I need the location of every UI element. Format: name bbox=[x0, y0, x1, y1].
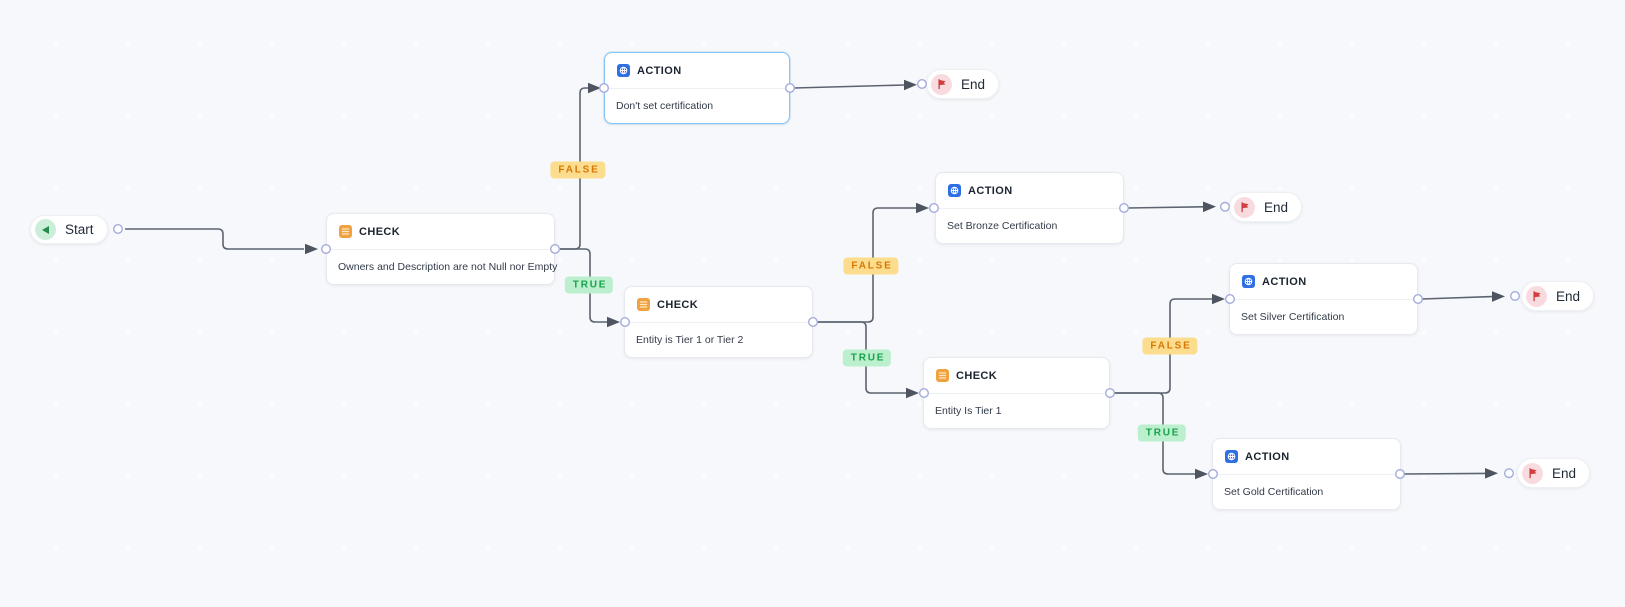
node-header: ACTION bbox=[936, 173, 1123, 209]
node-type-label: CHECK bbox=[956, 369, 998, 382]
node-action-set-gold[interactable]: ACTION Set Gold Certification bbox=[1212, 438, 1401, 510]
node-header: ACTION bbox=[1213, 439, 1400, 475]
node-description: Set Bronze Certification bbox=[947, 220, 1058, 232]
edge-gold-to-end bbox=[1403, 472, 1486, 475]
node-action-set-bronze[interactable]: ACTION Set Bronze Certification bbox=[935, 172, 1124, 244]
node-description: Entity Is Tier 1 bbox=[935, 405, 1002, 417]
port-start-out[interactable] bbox=[112, 223, 123, 234]
node-header: CHECK bbox=[327, 214, 554, 250]
arrowhead bbox=[1492, 291, 1505, 302]
check-icon bbox=[339, 225, 352, 238]
port-end-2-in[interactable] bbox=[1219, 201, 1230, 212]
arrowhead bbox=[1195, 468, 1208, 480]
arrowhead bbox=[1485, 468, 1498, 479]
node-description: Entity is Tier 1 or Tier 2 bbox=[636, 334, 744, 346]
arrowhead bbox=[916, 202, 929, 214]
port-end-3-in[interactable] bbox=[1509, 291, 1520, 302]
port-end-1-in[interactable] bbox=[917, 78, 928, 89]
node-header: CHECK bbox=[924, 358, 1109, 394]
end-node-label: End bbox=[1556, 288, 1581, 304]
start-icon bbox=[35, 219, 56, 240]
end-node-label: End bbox=[1552, 465, 1577, 481]
action-icon bbox=[1242, 275, 1255, 288]
node-description: Owners and Description are not Null nor … bbox=[338, 261, 558, 273]
node-type-label: CHECK bbox=[359, 225, 401, 238]
arrowhead bbox=[607, 316, 620, 328]
node-type-label: CHECK bbox=[657, 298, 699, 311]
edge-label-true-1: TRUE bbox=[564, 276, 614, 294]
edge-bronze-to-end bbox=[1127, 206, 1204, 209]
end-node-label: End bbox=[961, 76, 986, 92]
node-header: ACTION bbox=[1230, 264, 1417, 300]
arrowhead bbox=[305, 243, 318, 255]
end-node-3[interactable]: End bbox=[1521, 281, 1595, 311]
port-end-4-in[interactable] bbox=[1503, 468, 1514, 479]
arrowhead bbox=[1203, 201, 1216, 213]
node-type-label: ACTION bbox=[968, 184, 1013, 197]
edge-start-to-check-owners bbox=[125, 228, 304, 250]
node-action-dont-set-certification[interactable]: ACTION Don't set certification bbox=[604, 52, 790, 124]
check-icon bbox=[936, 369, 949, 382]
arrowhead bbox=[906, 387, 919, 399]
edge-label-true-2: TRUE bbox=[842, 349, 892, 367]
check-icon bbox=[637, 298, 650, 311]
start-node-label: Start bbox=[65, 222, 94, 237]
node-check-tier-1-or-2[interactable]: CHECK Entity is Tier 1 or Tier 2 bbox=[624, 286, 813, 358]
edge-silver-to-end bbox=[1421, 295, 1493, 300]
edge-label-false-3: FALSE bbox=[1142, 337, 1198, 355]
node-description: Set Silver Certification bbox=[1241, 311, 1345, 323]
node-type-label: ACTION bbox=[1245, 450, 1290, 463]
arrowhead bbox=[588, 82, 601, 94]
node-header: CHECK bbox=[625, 287, 812, 323]
start-node[interactable]: Start bbox=[30, 215, 108, 244]
action-icon bbox=[1225, 450, 1238, 463]
end-flag-icon bbox=[1526, 285, 1547, 307]
node-header: ACTION bbox=[605, 53, 789, 89]
end-node-label: End bbox=[1264, 199, 1289, 215]
edge-label-true-3: TRUE bbox=[1137, 424, 1187, 442]
edge-dont-set-to-end bbox=[793, 84, 905, 89]
end-node-2[interactable]: End bbox=[1229, 192, 1303, 222]
end-flag-icon bbox=[1522, 462, 1543, 484]
node-action-set-silver[interactable]: ACTION Set Silver Certification bbox=[1229, 263, 1418, 335]
node-check-tier-1[interactable]: CHECK Entity Is Tier 1 bbox=[923, 357, 1110, 429]
arrowhead bbox=[904, 79, 917, 91]
edge-label-false-2: FALSE bbox=[843, 257, 899, 275]
node-type-label: ACTION bbox=[637, 64, 682, 77]
node-check-owners-description[interactable]: CHECK Owners and Description are not Nul… bbox=[326, 213, 558, 285]
end-flag-icon bbox=[1234, 196, 1255, 218]
end-node-1[interactable]: End bbox=[926, 69, 1000, 99]
node-type-label: ACTION bbox=[1262, 275, 1307, 288]
end-node-4[interactable]: End bbox=[1517, 458, 1591, 488]
node-description: Don't set certification bbox=[616, 100, 714, 112]
end-flag-icon bbox=[931, 73, 952, 95]
node-description: Set Gold Certification bbox=[1224, 486, 1324, 498]
action-icon bbox=[948, 184, 961, 197]
arrowhead bbox=[1212, 293, 1225, 305]
action-icon bbox=[617, 64, 630, 77]
edge-label-false-1: FALSE bbox=[550, 161, 606, 179]
